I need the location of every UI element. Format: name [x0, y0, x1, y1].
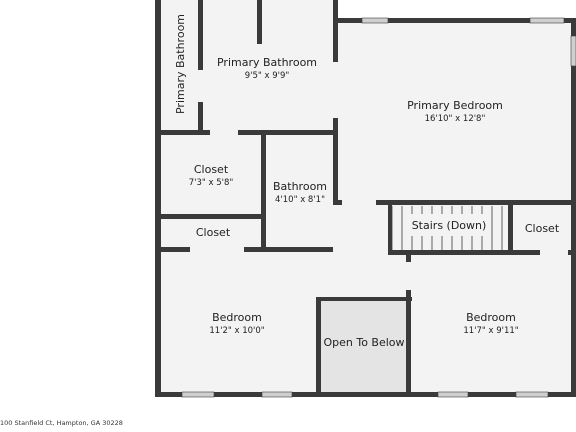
wall-top-bedroom — [338, 18, 576, 23]
wall-closet-bathroom — [261, 135, 266, 250]
wall-right-outer — [571, 18, 576, 397]
room-name-primary-bathroom: Primary Bathroom — [217, 56, 317, 69]
door-opening-5 — [333, 208, 338, 244]
room-size-closet-1: 7'3" x 5'8" — [189, 178, 234, 188]
room-name-stairs: Stairs (Down) — [412, 219, 487, 232]
floor-fill — [158, 0, 576, 395]
wall-below-stairs — [388, 250, 576, 255]
window-3 — [570, 35, 576, 67]
wall-between-closets — [161, 214, 261, 219]
window-2 — [529, 17, 565, 24]
wall-bath-stub — [257, 0, 262, 44]
door-opening-9 — [540, 250, 568, 255]
window-4 — [181, 391, 215, 398]
room-name-closet-1: Closet — [194, 163, 229, 176]
room-size-primary-bedroom: 16'10" x 12'8" — [425, 114, 486, 124]
windows — [181, 17, 576, 398]
room-size-bedroom-right: 11'7" x 9'11" — [463, 326, 518, 336]
stairs-label-bg — [403, 214, 491, 236]
wall-below-primary-bath — [161, 130, 338, 135]
door-opening-1 — [198, 70, 203, 102]
wall-stairs-left — [388, 205, 392, 252]
room-name-closet-3: Closet — [525, 222, 560, 235]
door-opening-2 — [210, 130, 238, 135]
wall-below-primary-bedroom — [333, 200, 576, 205]
open-to-below-area — [320, 300, 408, 395]
room-name-closet-2: Closet — [196, 226, 231, 239]
stairs-treads — [391, 206, 503, 250]
window-1 — [361, 17, 389, 24]
wall-primary-bath-divider — [198, 0, 203, 132]
room-name-bedroom-left: Bedroom — [212, 311, 262, 324]
door-opening-6 — [190, 247, 244, 252]
room-name-primary-bedroom: Primary Bedroom — [407, 99, 503, 112]
window-7 — [515, 391, 549, 398]
door-opening-7 — [316, 258, 321, 294]
openings — [190, 62, 568, 294]
window-6 — [437, 391, 469, 398]
property-address: 100 Stanfield Ct, Hampton, GA 30228 — [0, 419, 123, 427]
wall-open-below-left — [316, 297, 321, 397]
wall-bathroom-right — [333, 135, 338, 200]
door-opening-8 — [406, 262, 411, 290]
room-size-bathroom: 4'10" x 8'1" — [275, 195, 325, 205]
door-opening-4 — [342, 200, 376, 205]
room-name-open-to-below: Open To Below — [323, 336, 404, 349]
wall-above-bedroom — [161, 247, 333, 252]
room-name-primary-bathroom-vertical: Primary Bathroom — [174, 14, 187, 114]
wall-bottom-outer — [155, 392, 576, 397]
wall-left-outer — [155, 0, 161, 396]
wall-closet-left — [508, 205, 513, 252]
room-name-bathroom: Bathroom — [273, 180, 327, 193]
wall-open-below-right — [406, 255, 411, 397]
window-5 — [261, 391, 293, 398]
room-name-bedroom-right: Bedroom — [466, 311, 516, 324]
wall-open-below-top — [316, 297, 412, 301]
room-size-primary-bathroom: 9'5" x 9'9" — [245, 71, 290, 81]
walls — [155, 0, 576, 397]
floor-left-wing — [158, 0, 338, 395]
room-size-bedroom-left: 11'2" x 10'0" — [209, 326, 264, 336]
door-opening-3 — [333, 62, 338, 118]
